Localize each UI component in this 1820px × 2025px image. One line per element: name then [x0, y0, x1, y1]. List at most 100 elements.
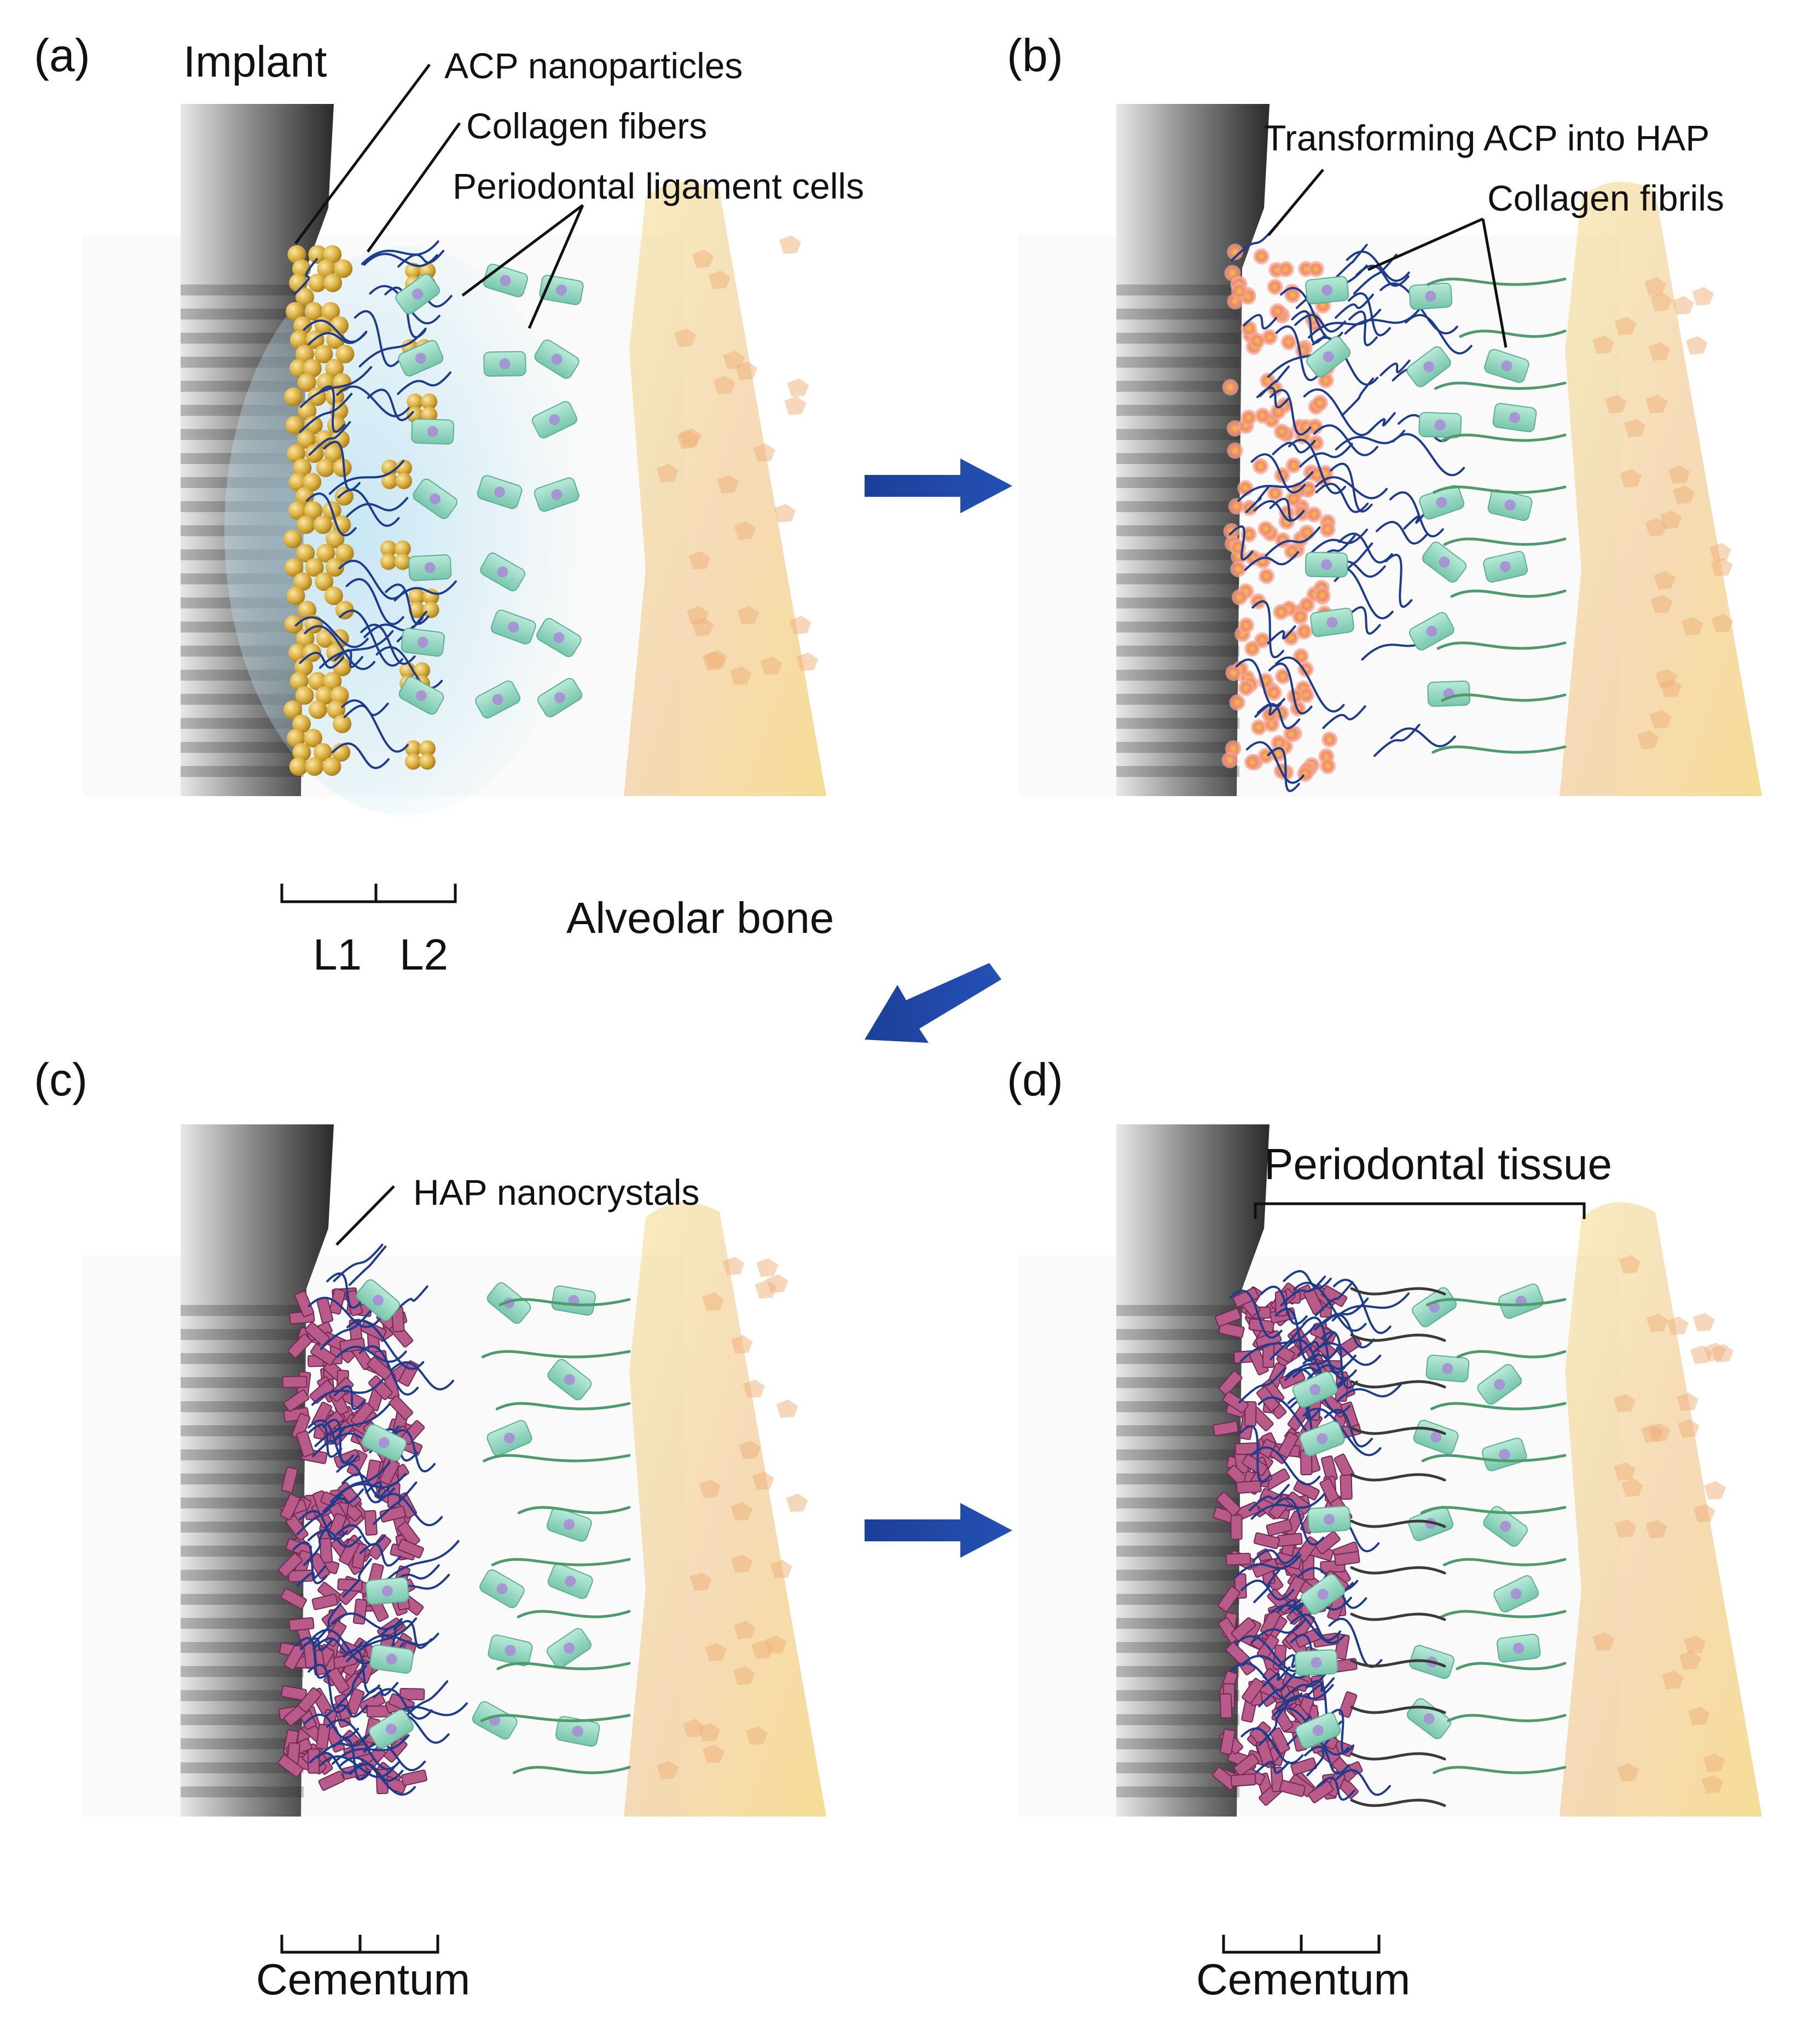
collagen-fiber: [299, 392, 353, 433]
implant-thread: [181, 742, 304, 753]
bone-pore: [688, 551, 711, 570]
collagen-fibril: [1433, 1766, 1567, 1774]
collagen-fiber: [335, 1473, 407, 1499]
transforming-hap-particle: [1227, 442, 1244, 459]
implant-thread: [1116, 549, 1239, 560]
acp-nanoparticle: [405, 753, 421, 770]
cell-nucleus: [1317, 1588, 1329, 1600]
collagen-fiber: [1373, 723, 1421, 757]
hap-nanocrystal: [288, 1617, 315, 1632]
hap-nanocrystal: [287, 1333, 312, 1359]
bone-pore: [760, 656, 783, 675]
ligament-cell: [532, 401, 577, 439]
implant-thread: [181, 1666, 304, 1677]
transforming-hap-particle: [1284, 287, 1301, 304]
implant-thread: [1116, 718, 1239, 729]
transforming-hap-particle: [1267, 485, 1284, 502]
ligament-cell: [534, 477, 579, 512]
collagen-fiber: [1250, 1446, 1320, 1486]
bone-pore: [1711, 614, 1734, 633]
ligament-cell: [488, 1634, 533, 1667]
implant-thread: [1116, 1738, 1239, 1749]
panel-c: [82, 1124, 826, 1817]
ligament-fiber: [1350, 1519, 1446, 1528]
cell-nucleus: [1323, 1513, 1335, 1525]
acp-nanoparticle: [288, 643, 307, 662]
implant-thread: [1116, 429, 1239, 440]
implant-thread: [181, 285, 304, 295]
collagen-fibril: [496, 1402, 631, 1411]
ligament-fiber: [1350, 1612, 1446, 1621]
bone-pore: [1648, 1423, 1671, 1442]
bone-pore: [689, 1572, 712, 1591]
acp-nanoparticle: [286, 444, 305, 463]
collagen-fiber: [1288, 439, 1346, 495]
transforming-hap-particle: [1296, 623, 1313, 640]
collagen-fiber: [1333, 243, 1368, 281]
leader-lines: [294, 63, 1508, 1246]
collagen-fiber: [349, 1763, 404, 1782]
cell-nucleus: [564, 1519, 575, 1530]
acp-nanoparticle: [421, 393, 438, 410]
hap-nanocrystal: [1225, 1553, 1251, 1566]
collagen-fiber: [1376, 521, 1428, 545]
bone-pore: [1621, 1478, 1643, 1498]
collagen-fiber: [1262, 1666, 1291, 1687]
cell-nucleus: [378, 1437, 390, 1448]
bone-pore: [1617, 1763, 1639, 1782]
hap-nanocrystal: [397, 1539, 424, 1559]
ligament-cell: [1305, 552, 1348, 578]
collagen-fibril: [1447, 1714, 1567, 1722]
collagen-fibril: [1420, 1506, 1567, 1515]
collagen-fibril: [1456, 1350, 1567, 1359]
acp-nanoparticle: [323, 672, 342, 691]
hap-nanocrystal: [277, 1754, 304, 1778]
collagen-fiber: [299, 365, 373, 408]
hap-nanocrystal: [1220, 1728, 1236, 1755]
panel-label-a: (a): [34, 30, 90, 81]
acp-nanoparticle: [295, 487, 315, 506]
hap-nanocrystal: [1260, 1609, 1281, 1636]
cell-nucleus: [1439, 556, 1450, 568]
cell-nucleus: [1309, 1384, 1321, 1395]
acp-nanoparticle: [304, 501, 323, 520]
transforming-hap-particle: [1308, 260, 1325, 277]
collagen-fibers: [1229, 1270, 1410, 1801]
hap-nanocrystal: [319, 1537, 333, 1564]
collagen-fiber: [1392, 433, 1465, 477]
callout-transforming-acp: Transforming ACP into HAP: [1264, 118, 1709, 158]
transforming-hap-particle: [1249, 332, 1266, 349]
acp-nanoparticle: [286, 587, 305, 605]
collagen-fiber: [308, 1297, 381, 1328]
bone-pore: [729, 666, 752, 686]
collagen-fibril: [1450, 589, 1567, 598]
cell-nucleus: [564, 1374, 575, 1385]
collagen-fiber: [358, 327, 427, 368]
acp-nanoparticle: [334, 259, 353, 278]
collagen-fiber: [318, 1755, 395, 1778]
collagen-fiber: [1255, 1761, 1290, 1774]
collagen-fiber: [1283, 1270, 1332, 1290]
collagen-fiber: [1265, 526, 1321, 557]
collagen-fiber: [1254, 702, 1282, 718]
acp-nanoparticle: [322, 757, 341, 776]
cell-nucleus: [492, 694, 503, 705]
ligament-cell: [1306, 336, 1351, 378]
implant-thread: [1116, 573, 1239, 584]
collagen-fibril: [517, 1506, 631, 1515]
bone-pore: [789, 616, 812, 635]
cell-nucleus: [556, 284, 567, 295]
hap-nanocrystal: [280, 1588, 307, 1610]
acp-nanoparticle: [304, 416, 323, 434]
bone-pore: [1684, 1635, 1706, 1654]
ligament-fiber: [1350, 1473, 1446, 1482]
collagen-fibril: [1434, 381, 1567, 390]
hap-nanocrystal: [308, 1748, 320, 1774]
hap-nanocrystal: [1277, 1533, 1303, 1547]
acp-nanoparticle: [316, 629, 335, 648]
cell-nucleus: [549, 414, 560, 426]
collagen-fiber: [1313, 424, 1378, 456]
ligament-cell: [1477, 1364, 1522, 1405]
collagen-fiber: [1250, 453, 1306, 494]
bone-pore: [776, 1399, 798, 1418]
